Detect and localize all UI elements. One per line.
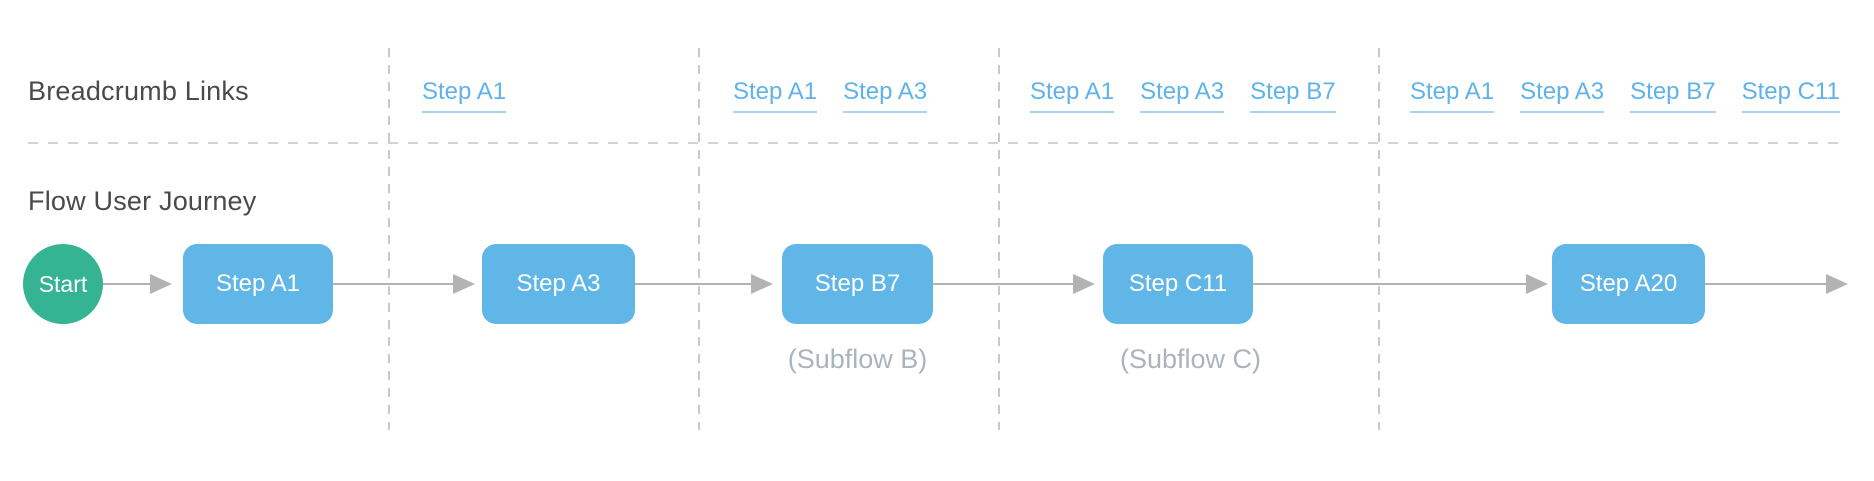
breadcrumb-group-2: Step A1 Step A3 <box>733 78 928 113</box>
breadcrumb-link[interactable]: Step A1 <box>422 78 507 113</box>
flow-arrow <box>1705 274 1848 294</box>
arrow-shaft <box>933 283 1079 285</box>
arrow-shaft <box>333 283 459 285</box>
breadcrumb-link[interactable]: Step A3 <box>1140 78 1225 113</box>
arrow-head-icon <box>150 274 172 294</box>
step-node-label: Step A3 <box>516 270 601 297</box>
step-node-a20[interactable]: Step A20 <box>1552 244 1705 324</box>
section-divider <box>28 142 1845 144</box>
flow-arrow <box>1253 274 1548 294</box>
column-separator <box>698 48 700 430</box>
flow-arrow <box>333 274 475 294</box>
arrow-head-icon <box>1073 274 1095 294</box>
flow-arrow <box>103 274 172 294</box>
arrow-head-icon <box>1526 274 1548 294</box>
breadcrumb-link[interactable]: Step A3 <box>843 78 928 113</box>
breadcrumb-link[interactable]: Step A1 <box>1410 78 1495 113</box>
breadcrumb-link[interactable]: Step B7 <box>1630 78 1716 113</box>
column-separator <box>1378 48 1380 430</box>
arrow-shaft <box>1705 283 1832 285</box>
flow-section-title: Flow User Journey <box>28 186 257 216</box>
subflow-label-c: (Subflow C) <box>1119 344 1262 374</box>
breadcrumb-group-4: Step A1 Step A3 Step B7 Step C11 <box>1410 78 1840 113</box>
arrow-shaft <box>1253 283 1532 285</box>
breadcrumb-link[interactable]: Step B7 <box>1250 78 1336 113</box>
breadcrumb-link[interactable]: Step A1 <box>733 78 818 113</box>
breadcrumb-link[interactable]: Step A3 <box>1520 78 1605 113</box>
step-node-b7[interactable]: Step B7 <box>782 244 933 324</box>
step-node-a3[interactable]: Step A3 <box>482 244 635 324</box>
column-separator <box>388 48 390 430</box>
column-separator <box>998 48 1000 430</box>
step-node-label: Step B7 <box>814 270 901 297</box>
step-node-c11[interactable]: Step C11 <box>1103 244 1253 324</box>
breadcrumb-link[interactable]: Step A1 <box>1030 78 1115 113</box>
start-node[interactable]: Start <box>23 244 103 324</box>
step-node-label: Step A20 <box>1579 270 1678 297</box>
subflow-label-b: (Subflow B) <box>787 344 928 374</box>
flow-arrow <box>933 274 1095 294</box>
arrow-shaft <box>635 283 757 285</box>
breadcrumb-section-title: Breadcrumb Links <box>28 76 249 106</box>
arrow-head-icon <box>1826 274 1848 294</box>
step-node-a1[interactable]: Step A1 <box>183 244 333 324</box>
breadcrumb-group-1: Step A1 <box>422 78 507 113</box>
step-node-label: Step A1 <box>215 270 301 297</box>
arrow-shaft <box>103 283 156 285</box>
start-node-label: Start <box>38 270 88 297</box>
flow-arrow <box>635 274 773 294</box>
arrow-head-icon <box>751 274 773 294</box>
arrow-head-icon <box>453 274 475 294</box>
breadcrumb-group-3: Step A1 Step A3 Step B7 <box>1030 78 1336 113</box>
breadcrumb-link[interactable]: Step C11 <box>1741 78 1840 113</box>
step-node-label: Step C11 <box>1128 270 1228 297</box>
